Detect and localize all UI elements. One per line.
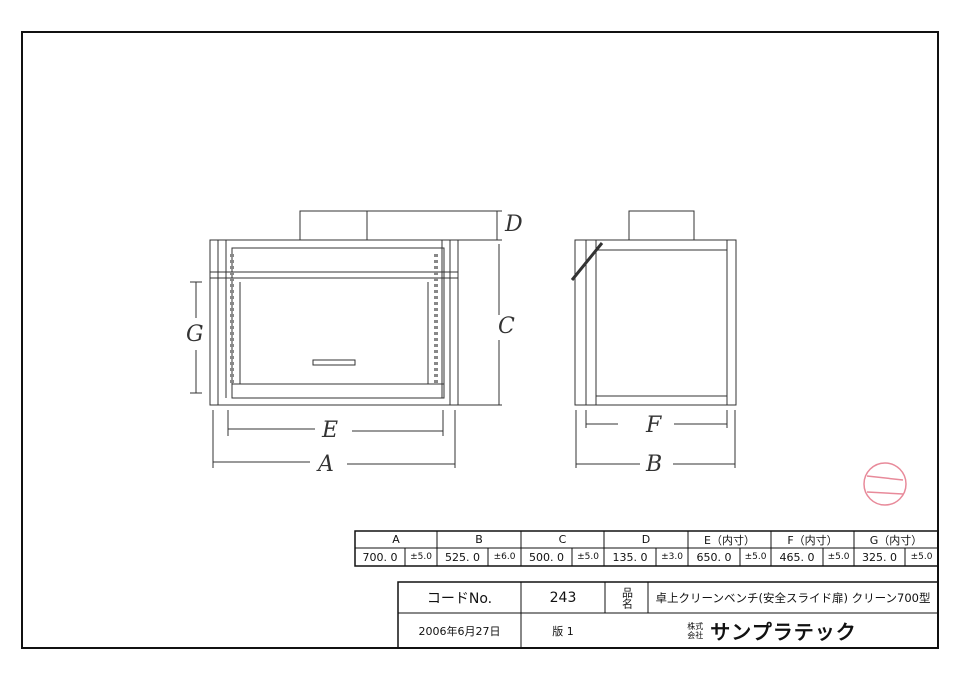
approval-stamp [863, 462, 907, 506]
value-b: 525. 0 [445, 550, 480, 564]
company-prefix: 株式会社 [687, 621, 704, 640]
value-d: 135. 0 [612, 550, 648, 564]
product-name: 卓上クリーンベンチ(安全スライド扉) クリーン700型 [655, 590, 931, 605]
value-g: 325. 0 [862, 550, 897, 564]
dim-label-d: D [505, 212, 523, 237]
tolerance-d: ±3.0 [661, 552, 683, 562]
header-g: G（内寸） [869, 533, 923, 547]
name-label: 品名 [620, 586, 634, 609]
date: 2006年6月27日 [418, 624, 501, 638]
company-logo: 株式会社 サンプラテック [605, 613, 938, 648]
value-c: 500. 0 [529, 550, 564, 564]
company-name: サンプラテック [710, 620, 857, 644]
tolerance-g: ±5.0 [910, 552, 933, 562]
tolerance-f: ±5.0 [827, 552, 850, 562]
side-view [570, 210, 737, 468]
dim-label-f: F [646, 413, 662, 438]
dim-label-e: E [322, 418, 339, 443]
dim-label-g: G [186, 322, 204, 347]
tolerance-e: ±5.0 [744, 552, 767, 562]
dim-label-c: C [498, 314, 515, 339]
header-c: C [558, 533, 567, 546]
header-f: F（内寸） [787, 533, 838, 547]
code-label: コードNo. [426, 590, 493, 607]
dim-label-a: A [318, 452, 334, 477]
header-e: E（内寸） [704, 533, 755, 547]
dim-label-b: B [646, 452, 663, 477]
title-block-grid [397, 581, 939, 649]
header-d: D [641, 533, 651, 546]
tolerance-c: ±5.0 [577, 552, 599, 562]
code-value: 243 [549, 589, 577, 606]
header-a: A [392, 533, 400, 546]
value-a: 700. 0 [362, 550, 398, 564]
edition: 版 1 [552, 624, 574, 638]
tolerance-b: ±6.0 [493, 552, 516, 562]
header-b: B [475, 533, 483, 546]
tolerance-a: ±5.0 [410, 552, 432, 562]
value-e: 650. 0 [696, 550, 732, 564]
dimensions-table-grid [354, 530, 939, 567]
front-view [190, 210, 502, 468]
value-f: 465. 0 [779, 550, 815, 564]
